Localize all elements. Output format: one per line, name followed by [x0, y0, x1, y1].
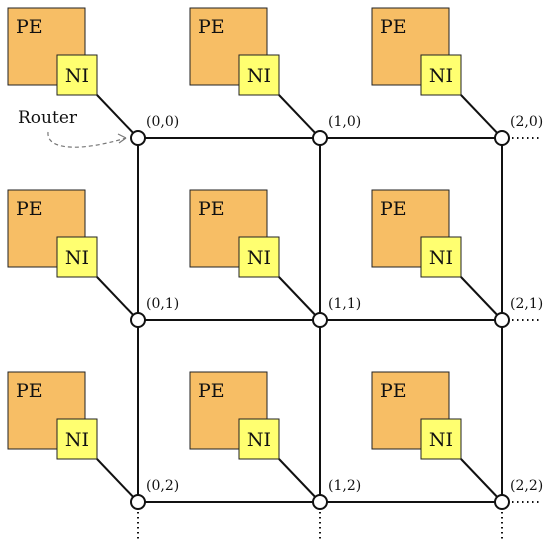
- router-coordinate-label: (1,1): [328, 296, 361, 312]
- tile-1-1: PE NI: [189, 189, 321, 321]
- tile-0-1: PE NI: [7, 189, 139, 321]
- ni-label: NI: [429, 429, 453, 451]
- ni-router-link: [96, 276, 139, 321]
- router-annotation-arrowhead: [117, 133, 127, 144]
- router-annotation-arrow: [47, 131, 127, 148]
- ni-router-link: [278, 458, 321, 503]
- ni-box: [420, 236, 462, 278]
- ni-box: [56, 236, 98, 278]
- pe-label: PE: [380, 380, 407, 402]
- ni-router-link: [460, 276, 503, 321]
- ni-box: [56, 418, 98, 460]
- router-label: Router: [18, 108, 78, 128]
- router-node: [312, 312, 328, 328]
- ni-label: NI: [247, 429, 271, 451]
- ni-label: NI: [65, 429, 89, 451]
- tile-1-2: PE NI: [189, 371, 321, 503]
- tile-2-0: PE NI: [371, 7, 503, 139]
- router-coordinate-label: (0,0): [146, 114, 179, 130]
- router-coordinate-label: (2,0): [510, 114, 543, 130]
- ni-box: [420, 54, 462, 96]
- pe-label: PE: [16, 198, 43, 220]
- ni-router-link: [460, 458, 503, 503]
- router-node: [130, 312, 146, 328]
- ni-label: NI: [247, 65, 271, 87]
- ni-router-link: [96, 94, 139, 139]
- router-coordinate-label: (2,2): [510, 478, 543, 494]
- pe-label: PE: [198, 380, 225, 402]
- ni-router-link: [96, 458, 139, 503]
- routers: (0,0) (1,0) (2,0) (0,1) (1,1) (2,1) (0,2) (1,2)…: [130, 114, 543, 510]
- ni-label: NI: [429, 247, 453, 269]
- processing-tiles: PE NI PE NI PE NI PE NI PE NI PE NI PE NI PE NI PE NI: [7, 7, 503, 503]
- ni-label: NI: [65, 65, 89, 87]
- router-coordinate-label: (1,0): [328, 114, 361, 130]
- ni-box: [238, 54, 280, 96]
- router-coordinate-label: (0,1): [146, 296, 179, 312]
- pe-label: PE: [380, 16, 407, 38]
- pe-label: PE: [198, 198, 225, 220]
- pe-label: PE: [380, 198, 407, 220]
- ni-label: NI: [247, 247, 271, 269]
- router-annotation: Router: [18, 108, 127, 148]
- pe-label: PE: [16, 380, 43, 402]
- ni-router-link: [278, 94, 321, 139]
- router-coordinate-label: (0,2): [146, 478, 179, 494]
- ni-box: [56, 54, 98, 96]
- ni-router-link: [460, 94, 503, 139]
- router-coordinate-label: (2,1): [510, 296, 543, 312]
- router-node: [130, 130, 146, 146]
- ni-box: [238, 236, 280, 278]
- router-node: [494, 130, 510, 146]
- tile-2-2: PE NI: [371, 371, 503, 503]
- pe-label: PE: [16, 16, 43, 38]
- ni-label: NI: [429, 65, 453, 87]
- router-node: [312, 494, 328, 510]
- tile-2-1: PE NI: [371, 189, 503, 321]
- router-node: [494, 494, 510, 510]
- router-coordinate-label: (1,2): [328, 478, 361, 494]
- router-node: [312, 130, 328, 146]
- pe-label: PE: [198, 16, 225, 38]
- tile-0-2: PE NI: [7, 371, 139, 503]
- tile-0-0: PE NI: [7, 7, 139, 139]
- ni-box: [420, 418, 462, 460]
- router-node: [494, 312, 510, 328]
- tile-1-0: PE NI: [189, 7, 321, 139]
- ni-label: NI: [65, 247, 89, 269]
- ni-box: [238, 418, 280, 460]
- router-node: [130, 494, 146, 510]
- ni-router-link: [278, 276, 321, 321]
